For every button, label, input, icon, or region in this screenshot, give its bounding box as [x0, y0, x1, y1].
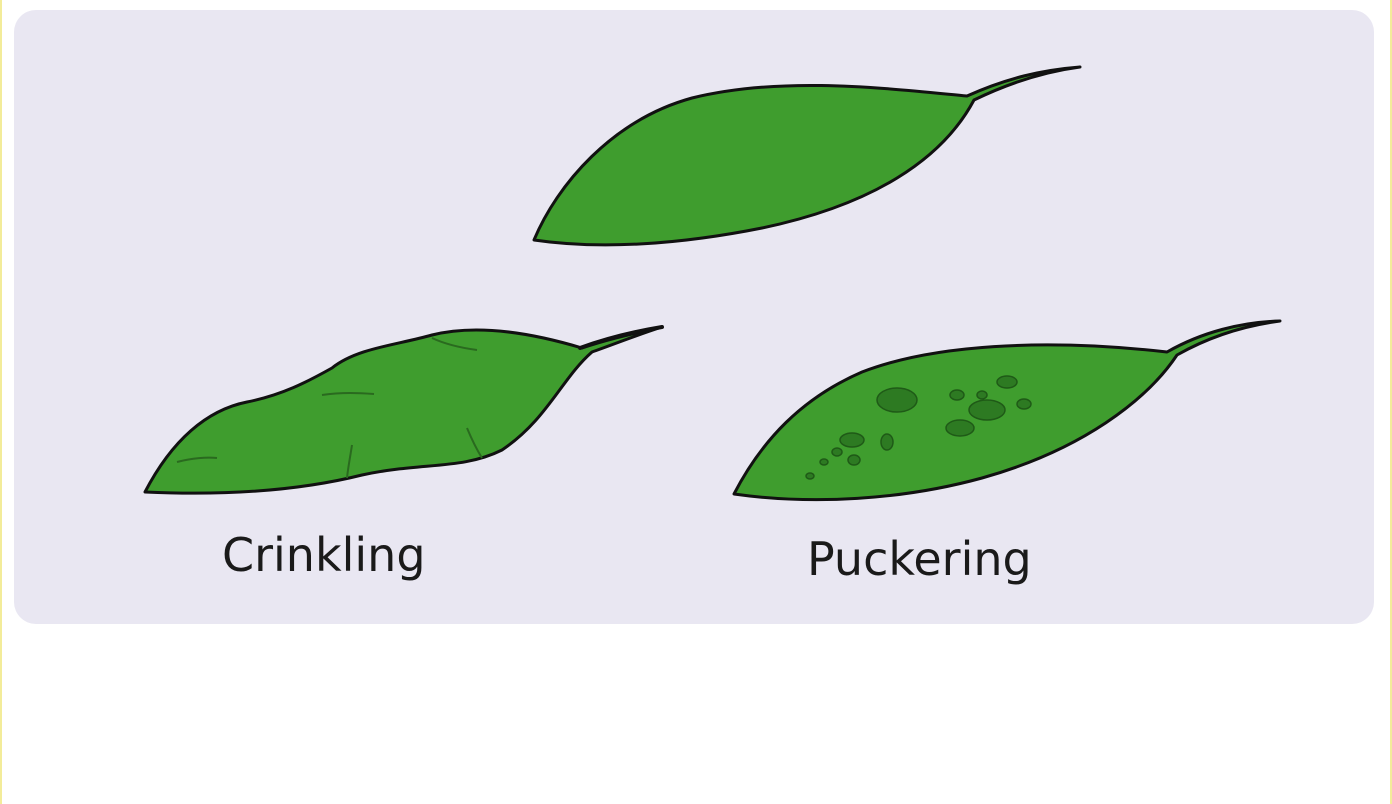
puckered-leaf — [734, 321, 1280, 500]
puckering-label: Puckering — [807, 536, 1032, 582]
normal-leaf — [534, 67, 1080, 245]
crinkling-label: Crinkling — [222, 532, 426, 578]
crinkled-leaf — [145, 327, 662, 493]
